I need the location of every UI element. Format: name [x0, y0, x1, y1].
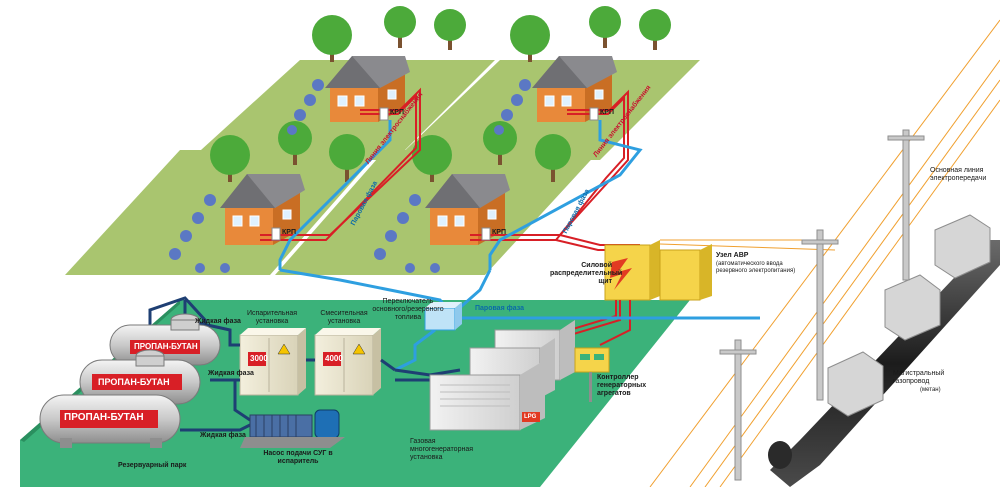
- evaporator-number: 3000: [250, 354, 268, 363]
- mixer-number: 4000: [325, 354, 343, 363]
- overhead-wires: [649, 19, 1000, 487]
- tank-3-name: ПРОПАН-БУТАН: [64, 412, 144, 423]
- label-pump: Насос подачи СУГ в испаритель: [263, 450, 333, 465]
- label-gas-main: Магистральный газопровод: [893, 370, 945, 385]
- label-krp-4: КРП: [492, 229, 506, 236]
- generator-brand: LPG: [524, 414, 537, 420]
- label-main-power-line: Основная линия электропередачи: [930, 167, 987, 182]
- label-krp-1: КРП: [390, 109, 404, 116]
- label-fuel-switch: Переключатель основного/резервного топли…: [372, 298, 444, 321]
- krp-cabinets: [271, 107, 599, 241]
- gas-main-pipeline: [768, 214, 1000, 487]
- label-evaporator: Испарительная установка: [246, 310, 298, 325]
- trees: [210, 6, 671, 182]
- flower-bushes: [169, 79, 531, 273]
- label-liquid-phase-1: Жидкая фаза: [195, 318, 241, 325]
- generator-controller: [574, 347, 610, 402]
- mixer-unit: [314, 328, 381, 396]
- tank-1-name: ПРОПАН-БУТАН: [134, 342, 198, 351]
- label-gas-main-note: (метан): [920, 387, 941, 393]
- lpg-pump: [240, 409, 345, 448]
- tank-3: [39, 394, 181, 448]
- utility-poles: [719, 129, 925, 481]
- label-avr-title: Узел АВР: [716, 252, 749, 259]
- gas-generators: [429, 320, 575, 431]
- label-gas-generator: Газовая многогенераторная установка: [410, 438, 474, 461]
- evaporator-unit: [239, 328, 306, 396]
- label-krp-3: КРП: [282, 229, 296, 236]
- label-avr-description: (автоматического ввода резервного электр…: [716, 261, 796, 274]
- power-panel: [604, 240, 660, 301]
- label-liquid-phase-2: Жидкая фаза: [208, 370, 254, 377]
- label-mixer: Смесительная установка: [320, 310, 368, 325]
- label-liquid-phase-3: Жидкая фаза: [200, 432, 246, 439]
- vapor-main-line: [394, 316, 760, 372]
- house-4: [425, 174, 510, 245]
- label-reservoir-park: Резервуарный парк: [118, 462, 187, 469]
- label-krp-2: КРП: [600, 109, 614, 116]
- label-controller: Контроллер генераторных агрегатов: [597, 374, 647, 397]
- label-power-panel: Силовой распределительный щит: [550, 262, 623, 285]
- tank-2-name: ПРОПАН-БУТАН: [98, 377, 170, 387]
- avr-unit: [659, 244, 712, 301]
- fuel-switch-box: [424, 302, 462, 331]
- label-vapor-phase-main: Паровая фаза: [475, 305, 524, 312]
- tank-2: [79, 349, 201, 405]
